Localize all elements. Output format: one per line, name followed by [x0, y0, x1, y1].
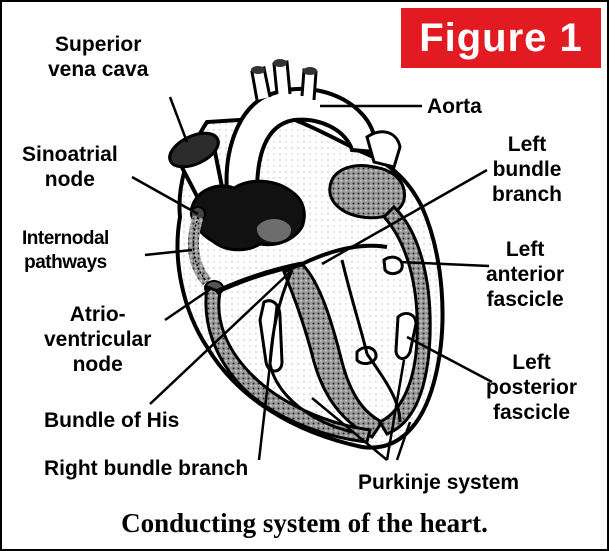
- right-atrium-chamber: [192, 181, 305, 250]
- label-line: Internodal: [22, 227, 109, 251]
- label-atrioventricular-node: Atrio- ventricular node: [44, 302, 151, 377]
- label-line: fascicle: [486, 287, 564, 312]
- label-line: Left: [492, 132, 562, 157]
- label-line: anterior: [486, 262, 564, 287]
- label-superior-vena-cava: Superior vena cava: [48, 32, 148, 82]
- label-line: bundle: [492, 157, 562, 182]
- label-line: fascicle: [486, 400, 577, 425]
- label-bundle-of-his: Bundle of His: [44, 408, 179, 433]
- label-left-anterior-fascicle: Left anterior fascicle: [486, 237, 564, 312]
- label-sinoatrial-node: Sinoatrial node: [22, 142, 118, 192]
- label-line: pathways: [22, 251, 109, 275]
- label-line: Superior: [48, 32, 148, 57]
- label-line: branch: [492, 182, 562, 207]
- label-line: Sinoatrial: [22, 142, 118, 167]
- label-line: Atrio-: [44, 302, 151, 327]
- label-line: node: [44, 352, 151, 377]
- label-internodal-pathways: Internodal pathways: [22, 227, 109, 275]
- label-line: vena cava: [48, 57, 148, 82]
- label-line: Left: [486, 350, 577, 375]
- label-line: ventricular: [44, 327, 151, 352]
- figure-caption: Conducting system of the heart.: [2, 508, 607, 539]
- label-line: posterior: [486, 375, 577, 400]
- label-left-posterior-fascicle: Left posterior fascicle: [486, 350, 577, 425]
- label-left-bundle-branch: Left bundle branch: [492, 132, 562, 207]
- label-line: node: [22, 167, 118, 192]
- label-purkinje-system: Purkinje system: [358, 470, 519, 495]
- label-right-bundle-branch: Right bundle branch: [44, 456, 248, 481]
- label-aorta: Aorta: [427, 94, 482, 119]
- figure-badge: Figure 1: [401, 8, 601, 68]
- label-line: Left: [486, 237, 564, 262]
